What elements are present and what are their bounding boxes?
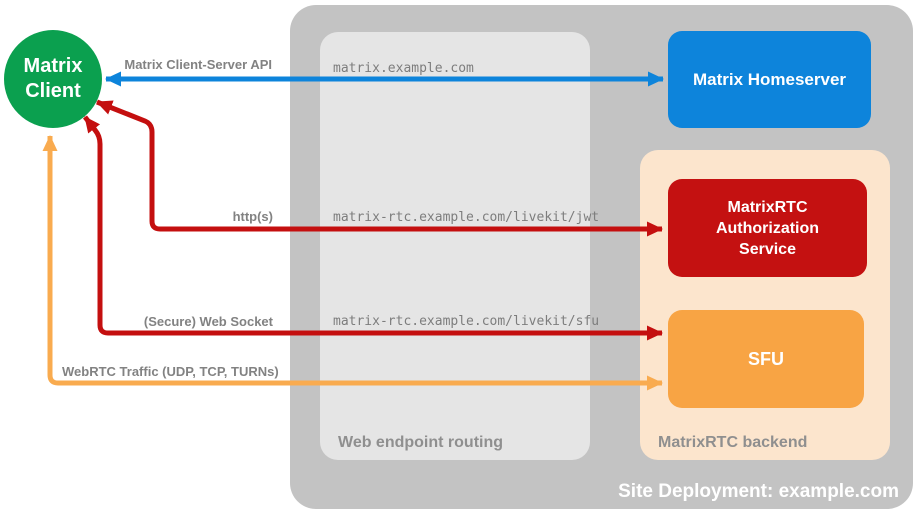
- web-endpoint-routing-label: Web endpoint routing: [338, 434, 504, 451]
- sfu-node: SFU: [668, 310, 864, 408]
- web-endpoint-routing-container: Web endpoint routing: [320, 32, 590, 460]
- matrix-homeserver-node: Matrix Homeserver: [668, 31, 871, 128]
- endpoint-livekit-sfu: matrix-rtc.example.com/livekit/sfu: [333, 314, 600, 329]
- https-arrow-label: http(s): [232, 209, 273, 224]
- matrixrtc-backend-label: MatrixRTC backend: [658, 434, 808, 451]
- client-server-api-arrow-label: Matrix Client-Server API: [124, 57, 272, 72]
- webrtc-traffic-arrow-label: WebRTC Traffic (UDP, TCP, TURNs): [62, 364, 279, 379]
- websocket-arrow-label: (Secure) Web Socket: [143, 314, 273, 329]
- matrixrtc-authorization-service-node: MatrixRTC Authorization Service: [668, 179, 867, 277]
- endpoint-matrix-example-com: matrix.example.com: [333, 61, 474, 76]
- matrix-client-node: Matrix Client: [4, 30, 102, 128]
- endpoint-livekit-jwt: matrix-rtc.example.com/livekit/jwt: [333, 210, 600, 225]
- site-deployment-title: Site Deployment: example.com: [618, 481, 899, 502]
